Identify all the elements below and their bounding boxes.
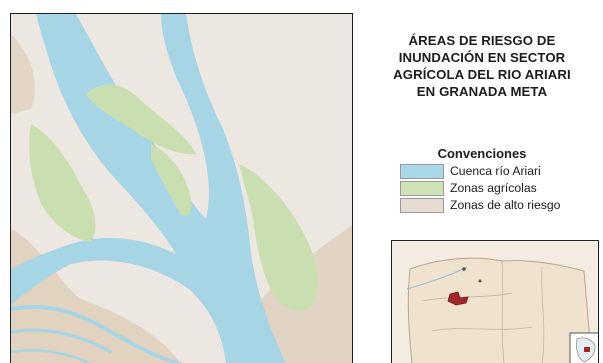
location-inset-map[interactable] xyxy=(391,240,599,363)
municipal-line-3 xyxy=(501,260,505,363)
high-risk-zone-north xyxy=(11,34,35,114)
legend-item-agricultural-zones: Zonas agrícolas xyxy=(400,180,537,196)
agricultural-zone-2 xyxy=(29,124,96,242)
main-map[interactable] xyxy=(10,13,353,363)
legend-item-river-basin: Cuenca río Ariari xyxy=(400,163,541,179)
reference-point-2 xyxy=(478,279,482,283)
department-boundary xyxy=(407,257,593,363)
agricultural-zone-4 xyxy=(239,164,318,311)
legend-label-agricultural-zones: Zonas agrícolas xyxy=(450,181,537,195)
legend-swatch-agricultural-zones xyxy=(400,180,444,196)
municipal-line-4 xyxy=(541,266,545,363)
map-title: ÁREAS DE RIESGO DE INUNDACIÓN EN SECTOR … xyxy=(393,33,571,99)
agricultural-zone-3 xyxy=(151,144,192,216)
granada-meta-highlight xyxy=(447,291,469,306)
legend-swatch-river-basin xyxy=(400,163,444,179)
agricultural-zone-1 xyxy=(86,84,196,155)
tributary-stream-2 xyxy=(11,328,112,354)
legend-label-high-risk-zones: Zonas de alto riesgo xyxy=(450,198,561,212)
main-map-canvas xyxy=(11,14,352,363)
legend-item-high-risk-zones: Zonas de alto riesgo xyxy=(400,197,560,213)
municipal-line-2 xyxy=(431,326,533,332)
tributary-stream-3 xyxy=(11,349,92,363)
high-risk-zone-west xyxy=(11,229,181,363)
legend-title: Convenciones xyxy=(437,146,527,161)
river-ariari xyxy=(11,14,286,363)
legend-swatch-high-risk-zones xyxy=(400,197,444,213)
tributary-stream xyxy=(11,304,182,363)
inset-river xyxy=(406,266,468,290)
inset-map-canvas xyxy=(392,241,598,363)
reference-point-1 xyxy=(462,267,466,271)
legend-label-river-basin: Cuenca río Ariari xyxy=(450,164,541,178)
meta-locator-marker xyxy=(584,347,590,352)
